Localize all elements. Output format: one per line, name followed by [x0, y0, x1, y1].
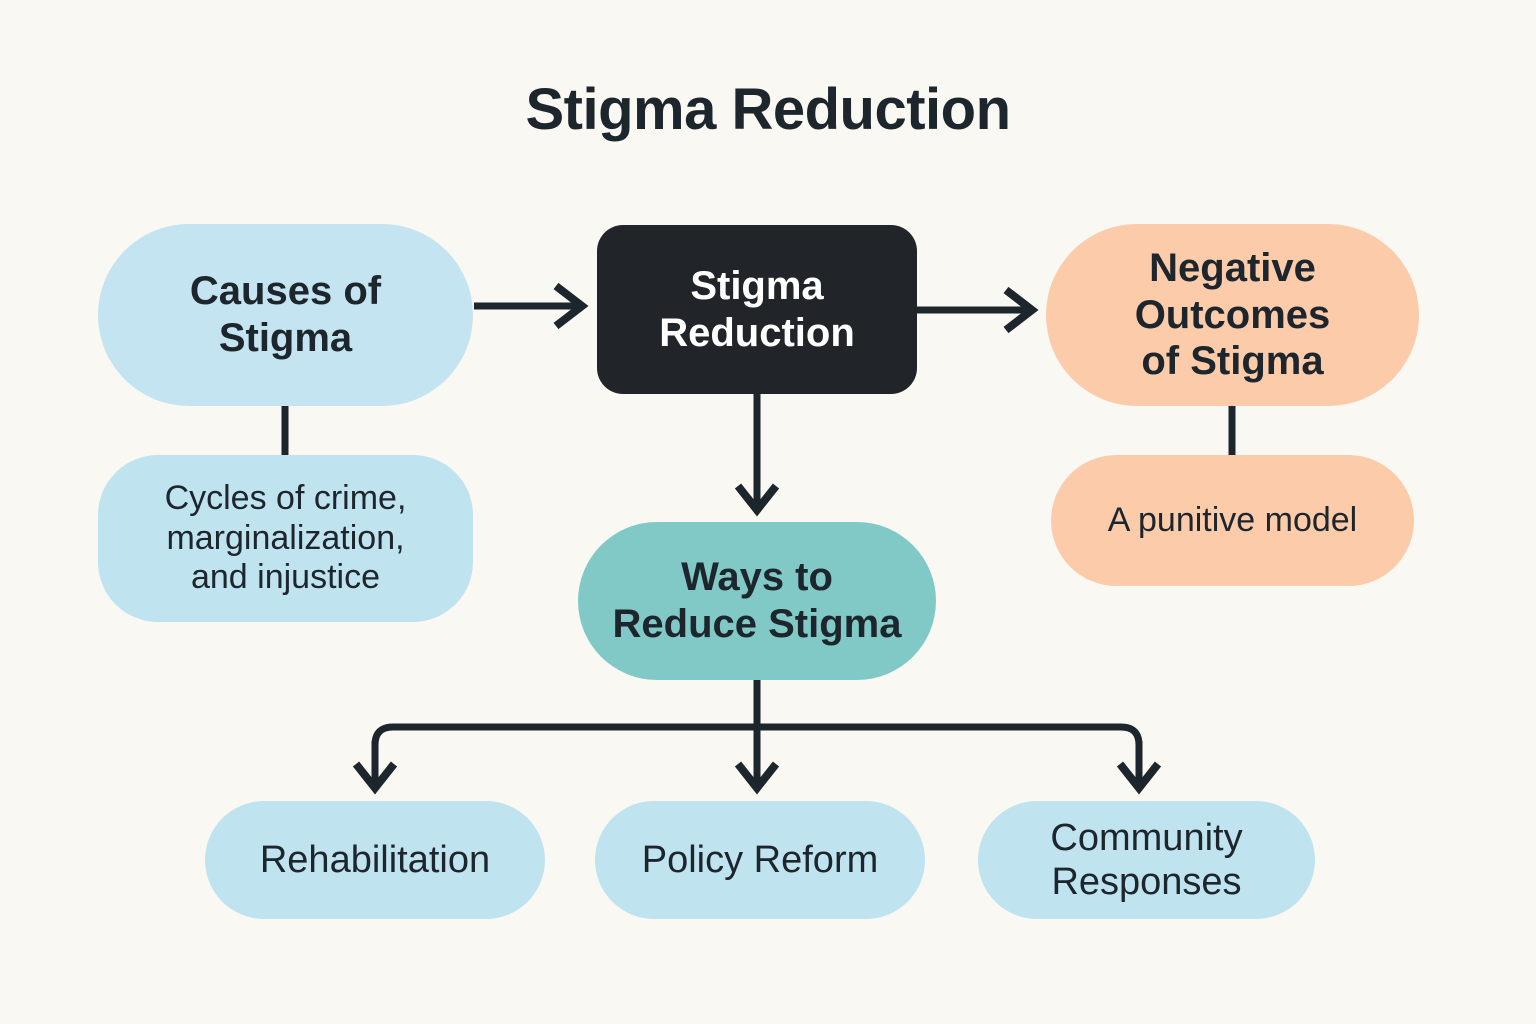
edge-core-to-ways: [734, 394, 780, 517]
node-rehabilitation-label: Rehabilitation: [259, 838, 491, 881]
node-a-punitive-model-label: A punitive model: [1107, 500, 1358, 539]
edge-branch-to-policy: [734, 727, 780, 795]
node-community-responses[interactable]: Community Responses: [978, 801, 1315, 919]
node-stigma-reduction-label: Stigma Reduction: [659, 263, 855, 355]
node-a-punitive-model[interactable]: A punitive model: [1051, 455, 1414, 586]
node-community-responses-label: Community Responses: [1050, 816, 1243, 903]
node-causes-of-stigma-label: Causes of Stigma: [189, 269, 382, 360]
node-ways-to-reduce-stigma-label: Ways to Reduce Stigma: [612, 555, 902, 646]
node-negative-outcomes-of-stigma-label: Negative Outcomes of Stigma: [1134, 245, 1331, 384]
node-ways-to-reduce-stigma[interactable]: Ways to Reduce Stigma: [578, 522, 936, 680]
node-stigma-reduction[interactable]: Stigma Reduction: [597, 225, 917, 394]
edge-branch-to-rehab: [352, 741, 398, 795]
edge-core-to-negative: [917, 286, 1039, 334]
page-title: Stigma Reduction: [525, 77, 1011, 142]
node-cycles-of-crime-label: Cycles of crime, marginalization, and in…: [164, 478, 407, 597]
edge-branch-to-community: [1116, 741, 1162, 795]
node-policy-reform[interactable]: Policy Reform: [595, 801, 925, 919]
node-negative-outcomes-of-stigma[interactable]: Negative Outcomes of Stigma: [1046, 224, 1419, 406]
node-cycles-of-crime[interactable]: Cycles of crime, marginalization, and in…: [98, 455, 473, 622]
node-rehabilitation[interactable]: Rehabilitation: [205, 801, 545, 919]
edge-ways-branch-bus: [371, 680, 1143, 749]
edge-causes-to-core: [474, 282, 589, 330]
node-causes-of-stigma[interactable]: Causes of Stigma: [98, 224, 473, 406]
node-policy-reform-label: Policy Reform: [641, 838, 879, 881]
